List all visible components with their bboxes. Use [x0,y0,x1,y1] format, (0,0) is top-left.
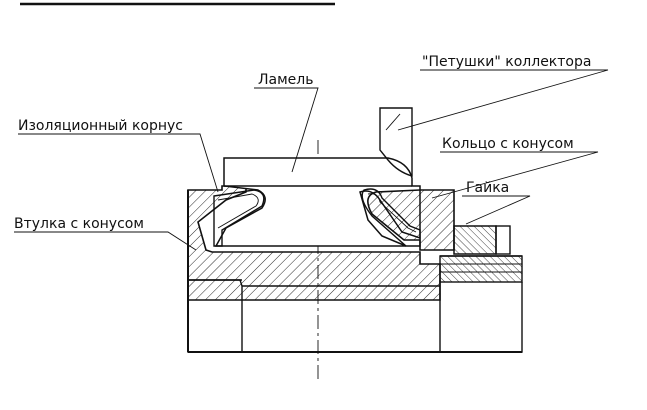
leader-koltso [431,151,599,199]
riser [379,107,413,177]
nut [453,225,497,255]
leader-izol [18,133,219,193]
leader-gaika [462,195,531,225]
label-nut: Гайка [466,180,509,196]
label-petushki: "Петушки" коллектора [422,54,591,70]
leader-lamel [254,87,319,173]
nut-base-hatch [439,255,523,283]
nut-extension [495,225,511,255]
riser-hatch-line [385,113,401,131]
insulation-cone-right [361,188,421,247]
label-lamel: Ламель [258,72,313,88]
insulation-cone-right-inner [367,193,417,233]
label-bushing-with-cone: Втулка с конусом [14,216,144,232]
leader-vtulka [14,231,197,251]
leader-petushki [397,69,609,131]
label-insulation-cone: Изоляционный корнус [18,118,183,134]
insulation-cone-left [213,189,265,247]
lamel-body [214,157,421,247]
label-ring-with-cone: Кольцо с конусом [442,136,574,152]
insulation-cone-left-inner [217,193,259,229]
shaft-bore-right [439,280,523,353]
